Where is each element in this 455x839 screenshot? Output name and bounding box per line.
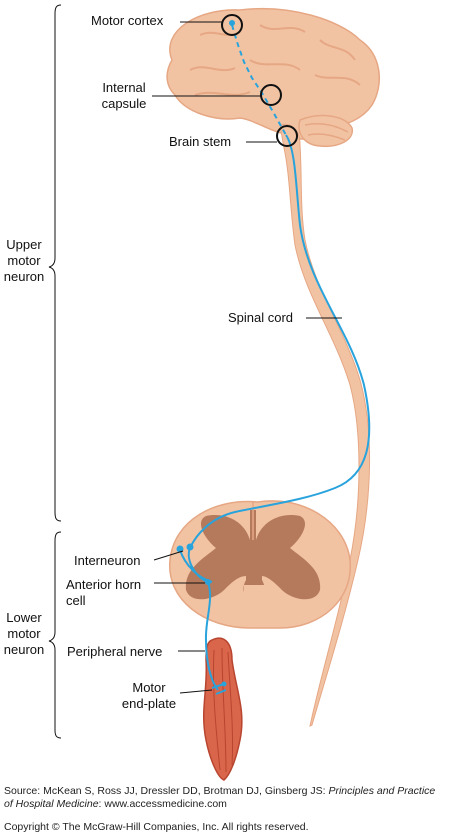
label-internal-capsule: Internal capsule <box>101 80 147 111</box>
capsule-marker <box>260 84 282 106</box>
brainstem-marker <box>276 125 298 147</box>
interneuron-cell <box>176 545 184 553</box>
cortex-marker <box>221 14 243 36</box>
grey-matter <box>185 510 321 600</box>
label-upper-motor-neuron: Upper motor neuron <box>3 237 45 284</box>
leader-lines <box>152 21 342 694</box>
cord-cross-section <box>169 500 351 629</box>
upper-bracket <box>48 4 62 522</box>
label-interneuron: Interneuron <box>74 553 141 568</box>
anterior-horn-cell <box>205 579 211 585</box>
upper-pathway <box>189 134 371 549</box>
lower-bracket <box>48 531 62 739</box>
label-motor-cortex: Motor cortex <box>91 13 164 28</box>
label-spinal-cord: Spinal cord <box>228 310 294 325</box>
upper-pathway-dashed <box>231 24 287 136</box>
muscle <box>202 637 243 781</box>
label-peripheral-nerve: Peripheral nerve <box>67 644 163 659</box>
gyri <box>189 24 361 96</box>
brain <box>166 8 380 148</box>
cortex-neuron <box>229 20 235 26</box>
label-motor-end-plate: Motor end-plate <box>121 680 177 711</box>
label-anterior-horn-cell: Anterior horn cell <box>66 577 142 608</box>
source-citation: Source: McKean S, Ross JJ, Dressler DD, … <box>4 785 436 810</box>
end-plate-dot <box>221 681 227 687</box>
copyright-notice: Copyright © The McGraw-Hill Companies, I… <box>4 821 309 833</box>
label-brain-stem: Brain stem <box>169 134 232 149</box>
spinal-cord <box>279 123 370 727</box>
label-lower-motor-neuron: Lower motor neuron <box>3 610 45 657</box>
